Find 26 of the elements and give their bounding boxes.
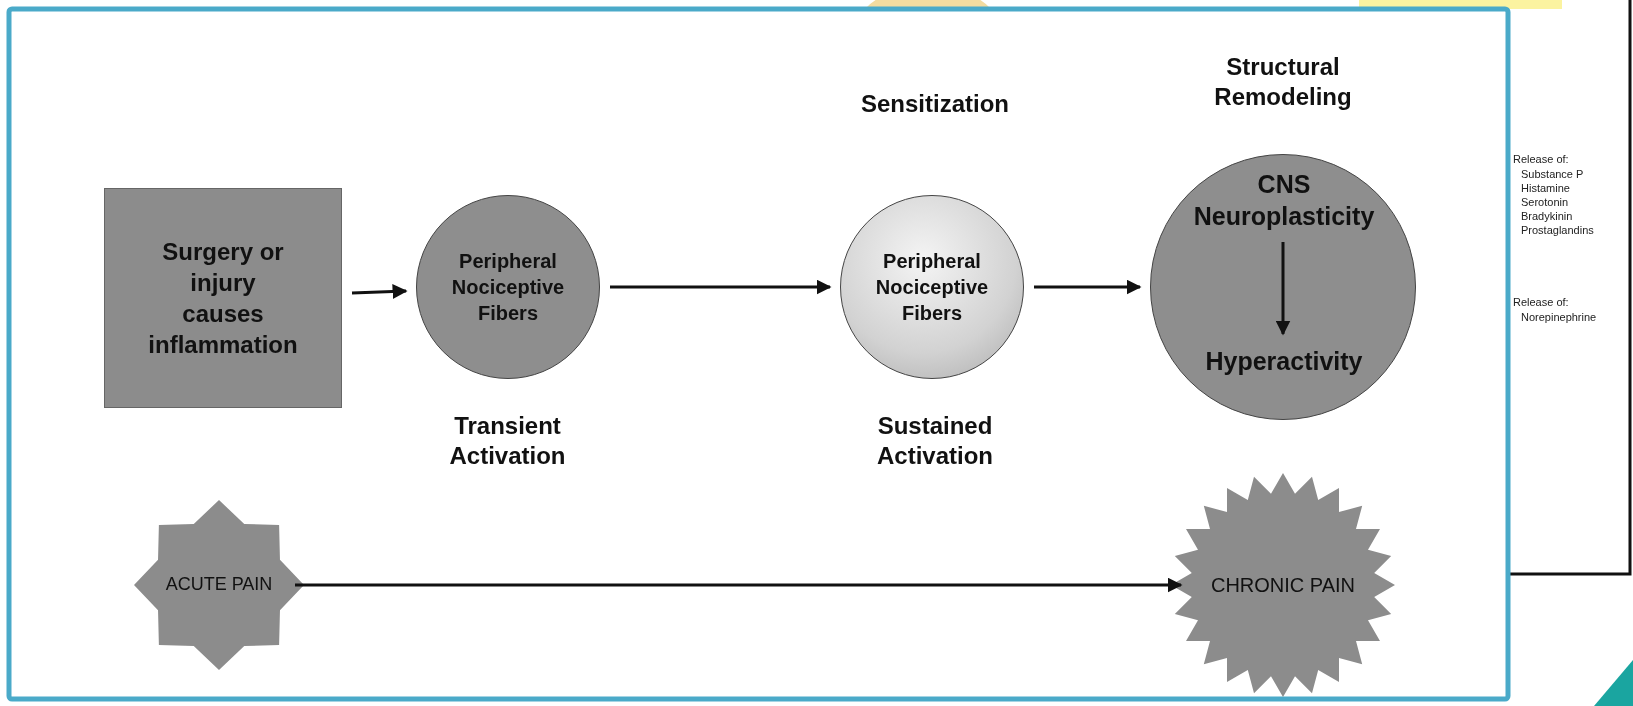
node-label: Peripheral Nociceptive Fibers bbox=[874, 249, 990, 326]
note-text: Serotonin bbox=[1521, 196, 1569, 208]
node-label: Surgery or injury causes inflammation bbox=[148, 236, 298, 361]
note-text: Release of: bbox=[1513, 153, 1569, 165]
arrow bbox=[351, 283, 408, 299]
note-text: Prostaglandins bbox=[1521, 224, 1594, 236]
note-text: Release of: bbox=[1513, 296, 1569, 308]
process-box bbox=[104, 188, 342, 408]
stage-label: Transient Activation bbox=[448, 411, 567, 471]
node-label: Peripheral Nociceptive Fibers bbox=[450, 249, 566, 326]
note-text: Histamine bbox=[1521, 182, 1570, 194]
arrow bbox=[610, 279, 832, 295]
node-label: ACUTE PAIN bbox=[165, 573, 273, 597]
node-label: Hyperactivity bbox=[1205, 345, 1363, 377]
note-text: Norepinephrine bbox=[1521, 311, 1597, 323]
stage-label: Sensitization bbox=[860, 89, 1010, 119]
star-shape bbox=[134, 500, 304, 670]
note-text: Substance P bbox=[1521, 168, 1584, 180]
arrow bbox=[1034, 279, 1142, 295]
node-label: CHRONIC PAIN bbox=[1210, 573, 1356, 598]
note-text: Bradykinin bbox=[1521, 210, 1573, 222]
stage-label: Sustained Activation bbox=[876, 411, 994, 471]
arrow bbox=[295, 577, 1183, 593]
node-label: CNS Neuroplasticity bbox=[1193, 168, 1375, 232]
stage-label: Structural Remodeling bbox=[1213, 52, 1353, 112]
arrow bbox=[1275, 242, 1291, 336]
